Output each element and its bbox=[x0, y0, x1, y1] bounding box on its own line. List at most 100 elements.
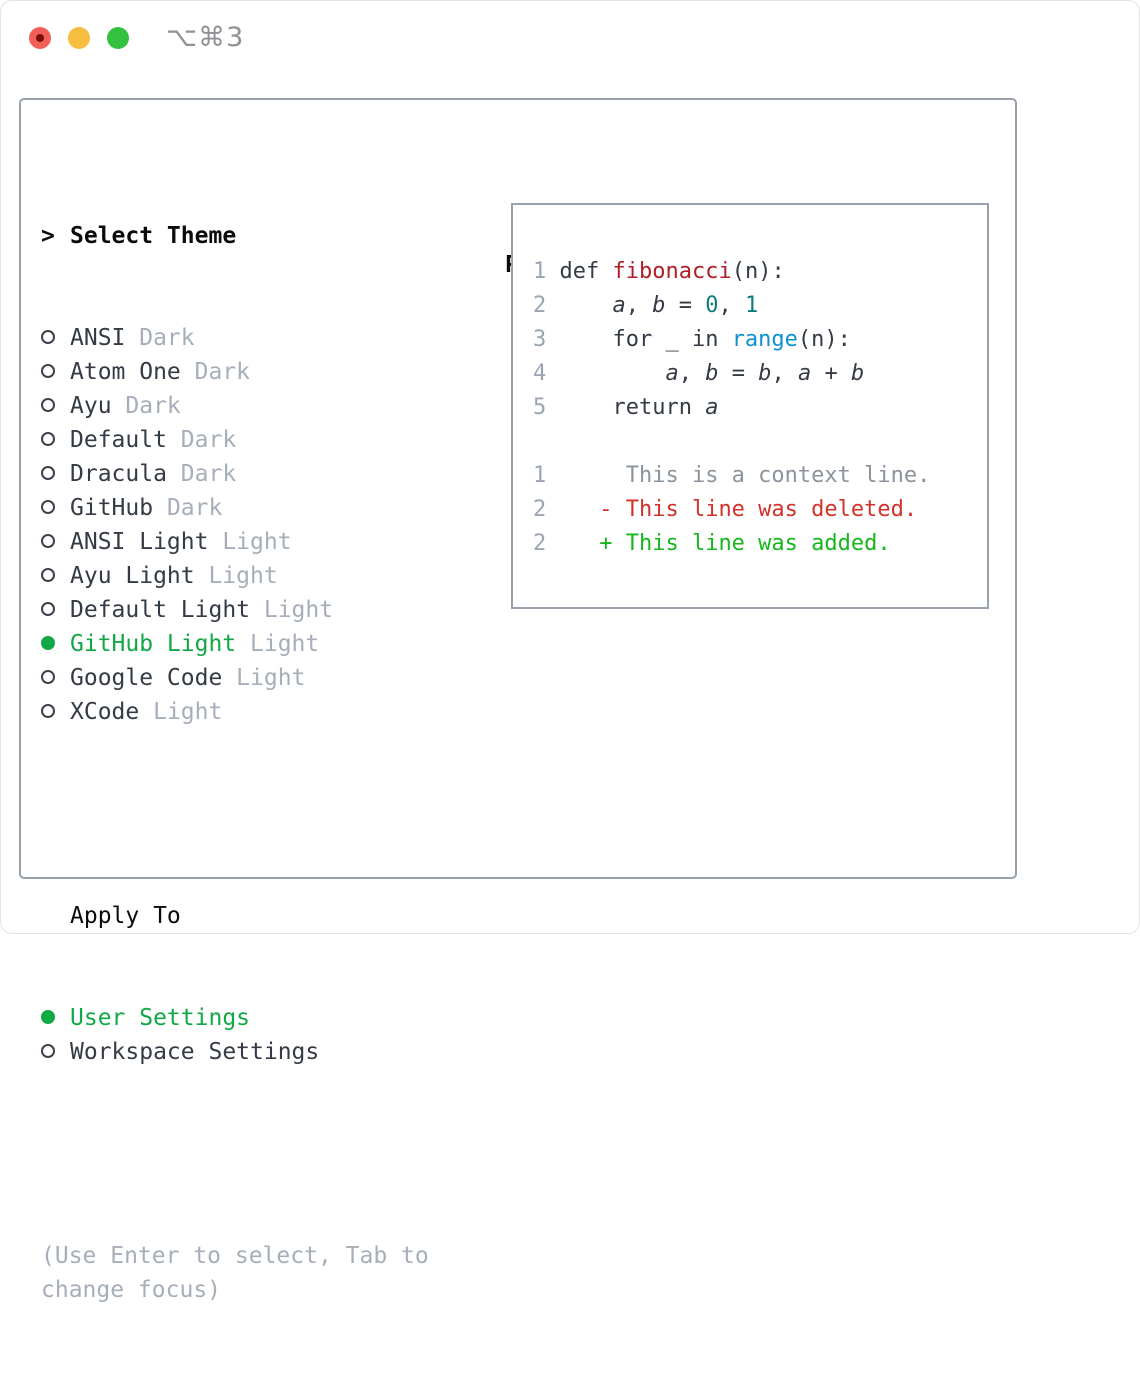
theme-name: Default Light bbox=[70, 597, 251, 623]
titlebar: ⌥⌘3 bbox=[1, 1, 1139, 75]
preview-line: 2 a, b = 0, 1 bbox=[533, 289, 973, 323]
minimize-button[interactable] bbox=[68, 27, 90, 49]
code-segment: b bbox=[850, 361, 865, 386]
line-number: 2 bbox=[533, 531, 560, 556]
line-number: 1 bbox=[533, 463, 560, 488]
radio-icon bbox=[41, 703, 55, 718]
code-segment: 0 bbox=[705, 293, 719, 318]
theme-variant: Light bbox=[250, 597, 334, 623]
window-shortcut-label: ⌥⌘3 bbox=[166, 22, 245, 53]
apply-option[interactable]: User Settings bbox=[41, 1001, 481, 1035]
code-segment: 1 bbox=[744, 293, 759, 318]
radio-icon bbox=[41, 499, 55, 514]
theme-variant: Dark bbox=[180, 359, 251, 385]
radio-icon bbox=[41, 397, 55, 412]
code-segment: - This line was deleted. bbox=[559, 497, 918, 522]
code-segment: a bbox=[705, 395, 719, 420]
theme-option[interactable]: Ayu Dark bbox=[41, 389, 481, 423]
code-segment: + bbox=[811, 361, 851, 386]
code-segment: , bbox=[678, 361, 706, 386]
code-segment: (n): bbox=[731, 259, 785, 284]
code-segment: b bbox=[652, 293, 666, 318]
theme-option[interactable]: ANSI Light Light bbox=[41, 525, 481, 559]
code-segment: range bbox=[731, 327, 798, 352]
preview-line: 2 + This line was added. bbox=[533, 527, 973, 561]
radio-bullet bbox=[41, 627, 70, 661]
radio-icon bbox=[41, 669, 55, 684]
radio-bullet bbox=[41, 355, 70, 389]
theme-option[interactable]: XCode Light bbox=[41, 695, 481, 729]
radio-bullet bbox=[41, 559, 70, 593]
theme-name: Default bbox=[70, 427, 167, 453]
theme-option[interactable]: Atom One Dark bbox=[41, 355, 481, 389]
theme-name: GitHub Light bbox=[70, 631, 237, 657]
code-segment: a bbox=[797, 361, 812, 386]
line-number: 1 bbox=[533, 259, 560, 284]
theme-option[interactable]: Ayu Light Light bbox=[41, 559, 481, 593]
theme-variant: Light bbox=[194, 563, 278, 589]
theme-variant: Light bbox=[222, 665, 306, 691]
theme-name: XCode bbox=[70, 699, 140, 725]
theme-name: Atom One bbox=[70, 359, 181, 385]
apply-option-label: Workspace Settings bbox=[70, 1039, 320, 1065]
preview-line: 4 a, b = b, a + b bbox=[533, 357, 973, 391]
code-segment bbox=[560, 293, 613, 318]
close-button[interactable] bbox=[29, 27, 51, 49]
radio-icon bbox=[41, 431, 55, 446]
theme-variant: Dark bbox=[166, 461, 237, 487]
line-number: 5 bbox=[533, 395, 560, 420]
radio-icon bbox=[41, 601, 55, 616]
code-segment: a bbox=[612, 293, 626, 318]
code-segment: b bbox=[705, 361, 719, 386]
apply-to-title: Apply To bbox=[70, 903, 181, 929]
code-segment: , bbox=[771, 361, 798, 386]
radio-bullet bbox=[41, 321, 70, 355]
radio-bullet bbox=[41, 661, 70, 695]
theme-option[interactable]: ANSI Dark bbox=[41, 321, 481, 355]
radio-bullet bbox=[41, 593, 70, 627]
theme-option[interactable]: Default Dark bbox=[41, 423, 481, 457]
theme-variant: Dark bbox=[166, 427, 237, 453]
radio-bullet bbox=[41, 1035, 70, 1069]
code-segment bbox=[560, 361, 666, 386]
code-segment: = bbox=[718, 361, 759, 386]
theme-option[interactable]: Default Light Light bbox=[41, 593, 481, 627]
theme-variant: Dark bbox=[153, 495, 223, 521]
radio-icon bbox=[41, 1043, 55, 1058]
select-theme-title: Select Theme bbox=[70, 223, 237, 249]
theme-option[interactable]: GitHub Dark bbox=[41, 491, 481, 525]
code-segment: for _ in bbox=[559, 327, 732, 352]
line-number: 4 bbox=[533, 361, 560, 386]
code-segment: b bbox=[758, 361, 772, 386]
theme-option[interactable]: Dracula Dark bbox=[41, 457, 481, 491]
maximize-button[interactable] bbox=[107, 27, 129, 49]
line-number bbox=[533, 429, 560, 454]
radio-bullet bbox=[41, 1001, 70, 1035]
theme-name: GitHub bbox=[70, 495, 154, 521]
radio-icon bbox=[41, 363, 55, 378]
code-segment: fibonacci bbox=[612, 259, 732, 284]
line-number: 2 bbox=[533, 293, 560, 318]
prompt-icon: > bbox=[41, 223, 55, 249]
apply-option[interactable]: Workspace Settings bbox=[41, 1035, 481, 1069]
radio-icon bbox=[41, 329, 55, 344]
radio-bullet bbox=[41, 525, 70, 559]
select-theme-header: > Select Theme bbox=[41, 219, 481, 253]
theme-variant: Light bbox=[236, 631, 320, 657]
preview-line: 1 This is a context line. bbox=[533, 459, 973, 493]
theme-variant: Light bbox=[139, 699, 223, 725]
theme-option[interactable]: Google Code Light bbox=[41, 661, 481, 695]
theme-name: Ayu Light bbox=[70, 563, 195, 589]
radio-icon bbox=[41, 465, 55, 480]
radio-icon bbox=[41, 567, 55, 582]
theme-name: Ayu bbox=[70, 393, 112, 419]
theme-option[interactable]: GitHub Light Light bbox=[41, 627, 481, 661]
code-segment: , bbox=[625, 293, 653, 318]
radio-selected-icon bbox=[41, 1009, 55, 1024]
radio-bullet bbox=[41, 423, 70, 457]
